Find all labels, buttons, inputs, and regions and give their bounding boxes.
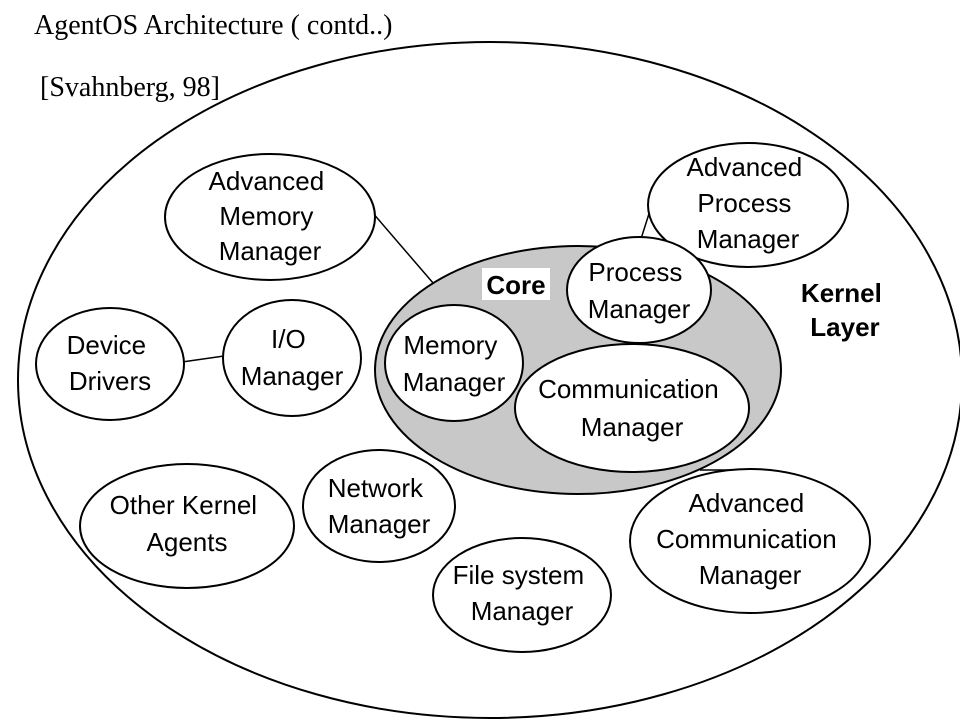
svg-text:Memory Manager: Memory Manager xyxy=(403,330,506,397)
svg-text:Advanced Process: Advanced Process Manager xyxy=(687,152,810,254)
node-memory-manager: Memory Manager xyxy=(384,304,524,422)
svg-text:File system Manager: File system Manager xyxy=(453,560,592,626)
connector-drivers-to-io xyxy=(181,355,225,363)
core-label: Core xyxy=(486,270,545,300)
node-other-kernel-agents: Other Kernel Agents xyxy=(79,463,295,589)
node-advanced-communication-manager: Advanced Communication Manager xyxy=(629,468,871,614)
svg-text:I/O Manager: I/O Manager xyxy=(241,324,344,391)
node-file-system-manager: File system Manager xyxy=(432,537,612,653)
svg-text:Advanced Memory: Advanced Memory Manager xyxy=(209,166,332,266)
svg-text:Network Manager: Network Manager xyxy=(328,473,431,539)
node-advanced-process-manager: Advanced Process Manager xyxy=(647,142,849,268)
svg-text:Communication Manager: Communication Manager xyxy=(538,374,726,442)
node-io-manager: I/O Manager xyxy=(222,299,362,417)
svg-text:Device Drivers: Device Drivers xyxy=(67,330,154,396)
kernel-layer-label: Kernel Layer xyxy=(801,278,889,342)
node-process-manager: Process Manager xyxy=(566,236,712,344)
node-communication-manager: Communication Manager xyxy=(514,343,750,473)
svg-text:Advanced Communication: Advanced Communication Manager xyxy=(656,488,844,590)
slide-title: AgentOS Architecture ( contd..) xyxy=(34,10,393,41)
node-network-manager: Network Manager xyxy=(302,449,456,563)
core-label-box xyxy=(482,268,550,300)
node-advanced-memory-manager: Advanced Memory Manager xyxy=(164,153,376,281)
node-device-drivers: Device Drivers xyxy=(35,307,185,421)
svg-text:Other Kernel Agents: Other Kernel Agents xyxy=(110,490,265,557)
svg-text:Process Manager: Process Manager xyxy=(588,257,691,324)
citation: [Svahnberg, 98] xyxy=(40,72,220,103)
